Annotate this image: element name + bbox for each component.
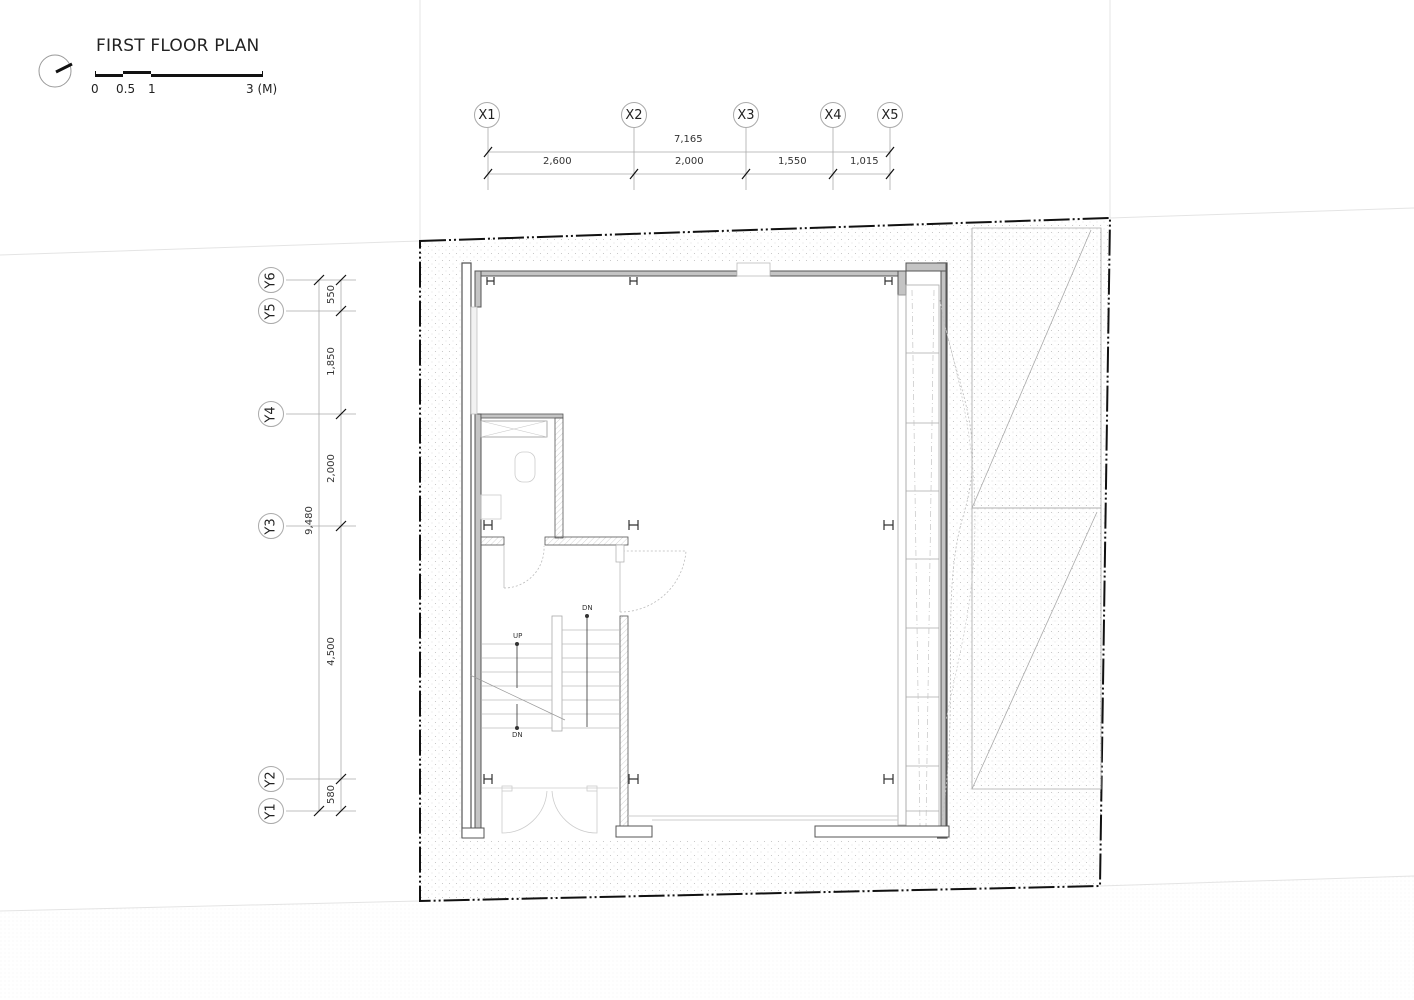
stair-arrows	[515, 614, 590, 731]
dim-x-span-2: 2,000	[675, 156, 704, 167]
stair-treads	[469, 629, 620, 729]
dim-x-span-4: 1,015	[850, 156, 879, 167]
top-window	[736, 262, 771, 277]
scale-label-1: 1	[148, 82, 156, 96]
grid-bubble-y2: Y2	[258, 766, 284, 792]
dim-y-span-2000: 2,000	[325, 454, 337, 483]
left-window	[470, 306, 478, 415]
grid-bubble-y4: Y4	[258, 401, 284, 427]
stair-up-label: UP	[513, 632, 523, 640]
grid-bubble-x4: X4	[820, 102, 846, 128]
north-arrow-icon	[38, 54, 73, 88]
stair-dn-upper-label: DN	[582, 604, 593, 612]
dim-x-span-1: 2,600	[543, 156, 572, 167]
main-door	[615, 544, 687, 613]
grid-bubble-y5: Y5	[258, 298, 284, 324]
grid-bubble-y6: Y6	[258, 267, 284, 293]
curtain-curve-2	[945, 329, 976, 721]
x-dimension-ticks	[483, 146, 895, 180]
scale-label-0: 0	[91, 82, 99, 96]
dim-x-span-3: 1,550	[778, 156, 807, 167]
ramp-outlines	[971, 227, 1102, 790]
street-area	[0, 876, 1414, 1000]
dim-y-span-1850: 1,850	[325, 347, 337, 376]
sink-icon	[480, 494, 502, 520]
y-dimension-ticks	[313, 274, 347, 817]
bottom-walls	[461, 815, 950, 839]
stair-dn-lower-label: DN	[512, 731, 523, 739]
scale-label-3m: 3 (M)	[246, 82, 278, 96]
dim-x-overall: 7,165	[674, 134, 703, 145]
bathroom	[480, 413, 629, 589]
x-dimension-lines	[487, 128, 891, 190]
grid-bubble-x5: X5	[877, 102, 903, 128]
dim-y-span-580: 580	[326, 784, 338, 805]
curtain-curve	[939, 299, 973, 821]
dim-y-span-550: 550	[326, 284, 338, 305]
scale-label-0-5: 0.5	[116, 82, 136, 96]
y-dimension-lines	[286, 279, 356, 812]
column-markers	[483, 277, 894, 784]
right-glazing-dashed	[911, 289, 935, 827]
grid-bubble-y3: Y3	[258, 513, 284, 539]
dim-y-span-4500: 4,500	[325, 637, 337, 666]
site-boundary-line	[419, 216, 1112, 903]
building-slab	[462, 262, 947, 839]
grid-bubble-x2: X2	[621, 102, 647, 128]
grid-bubble-y1: Y1	[258, 798, 284, 824]
dim-y-overall: 9,480	[303, 506, 315, 535]
grid-bubble-x3: X3	[733, 102, 759, 128]
entrance-double-door	[482, 785, 618, 834]
drawing-title: FIRST FLOOR PLAN	[96, 36, 260, 56]
scale-bar	[95, 71, 263, 77]
toilet-icon	[514, 451, 536, 483]
grid-bubble-x1: X1	[474, 102, 500, 128]
